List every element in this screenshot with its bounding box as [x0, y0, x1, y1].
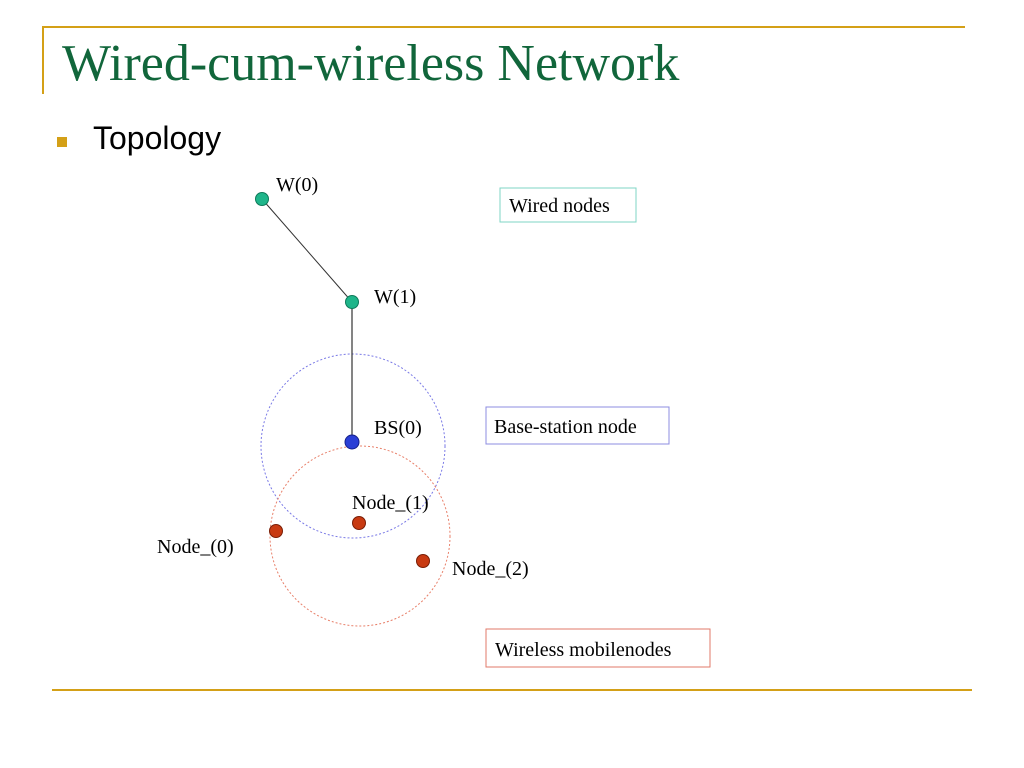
legend-base-station-box	[485, 406, 670, 445]
node-w0	[255, 192, 269, 206]
mobile-range-circle	[269, 445, 451, 627]
node-w1	[345, 295, 359, 309]
bullet-topology: Topology	[93, 120, 222, 156]
legend-wired-label: Wired nodes	[509, 195, 610, 217]
label-node2: Node_(2)	[452, 558, 529, 580]
node-mobile-1	[352, 516, 366, 530]
label-node1: Node_(1)	[352, 492, 429, 514]
label-bs0: BS(0)	[374, 417, 422, 439]
node-bs0	[344, 434, 360, 450]
node-mobile-2	[416, 554, 430, 568]
left-accent-line	[42, 26, 44, 94]
node-mobile-0	[269, 524, 283, 538]
legend-wireless-box	[485, 628, 711, 668]
label-w0: W(0)	[276, 174, 318, 196]
legend-wireless-label: Wireless mobilenodes	[495, 639, 672, 661]
bullet-square-icon	[57, 137, 67, 147]
slide-title: Wired-cum-wireless Network	[62, 35, 680, 92]
top-accent-line	[42, 26, 965, 28]
bottom-accent-line	[52, 689, 972, 691]
base-station-range-circle	[260, 353, 446, 539]
label-w1: W(1)	[374, 286, 416, 308]
label-node0: Node_(0)	[157, 536, 234, 558]
legend-wired-box	[499, 187, 637, 223]
legend-base-station-label: Base-station node	[494, 416, 637, 438]
link-w0-w1	[261, 198, 353, 303]
